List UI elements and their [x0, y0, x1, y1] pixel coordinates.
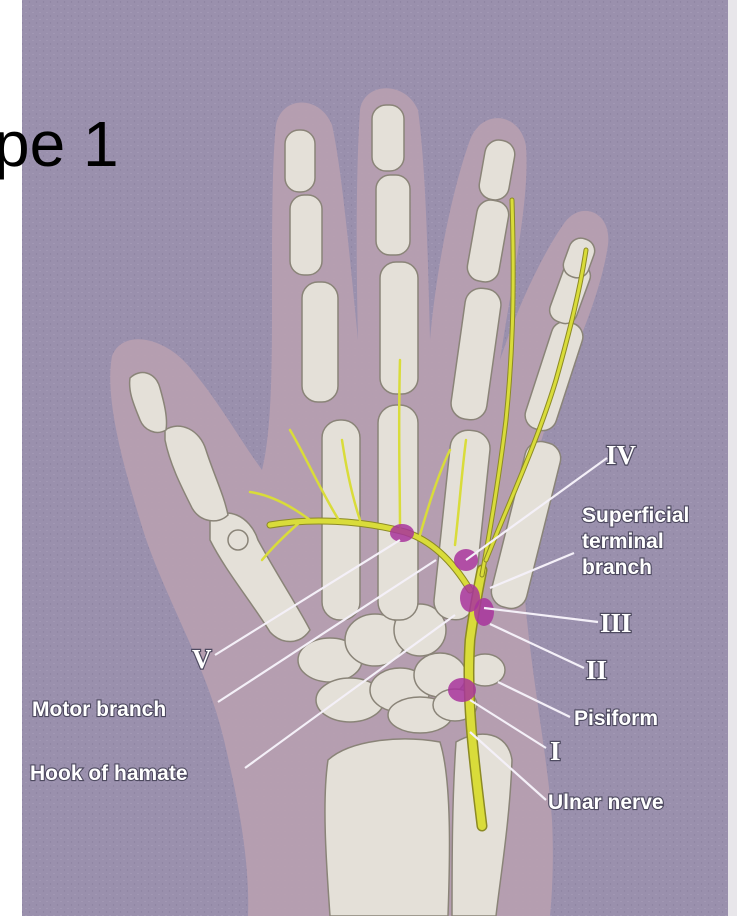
label-ulnar-nerve: Ulnar nerve — [548, 791, 664, 814]
label-zone-v: V — [192, 644, 212, 674]
slide-title-fragment: pe 1 — [0, 112, 119, 176]
zone-i-marker — [448, 678, 476, 702]
label-zone-iv: IV — [606, 440, 637, 470]
label-zone-iii: III — [600, 608, 632, 638]
radius-bone — [325, 739, 450, 916]
right-edge-band — [728, 0, 737, 916]
label-hook-of-hamate: Hook of hamate — [30, 762, 188, 785]
label-zone-i: I — [550, 736, 561, 766]
label-zone-ii: II — [586, 655, 607, 685]
zone-ii-marker — [474, 598, 494, 626]
label-superficial-line2: terminal — [582, 530, 664, 553]
label-pisiform: Pisiform — [574, 707, 658, 730]
zone-v-marker — [390, 524, 414, 542]
label-superficial-line3: branch — [582, 556, 652, 579]
label-motor-branch: Motor branch — [32, 698, 166, 721]
label-superficial-line1: Superficial — [582, 504, 689, 527]
